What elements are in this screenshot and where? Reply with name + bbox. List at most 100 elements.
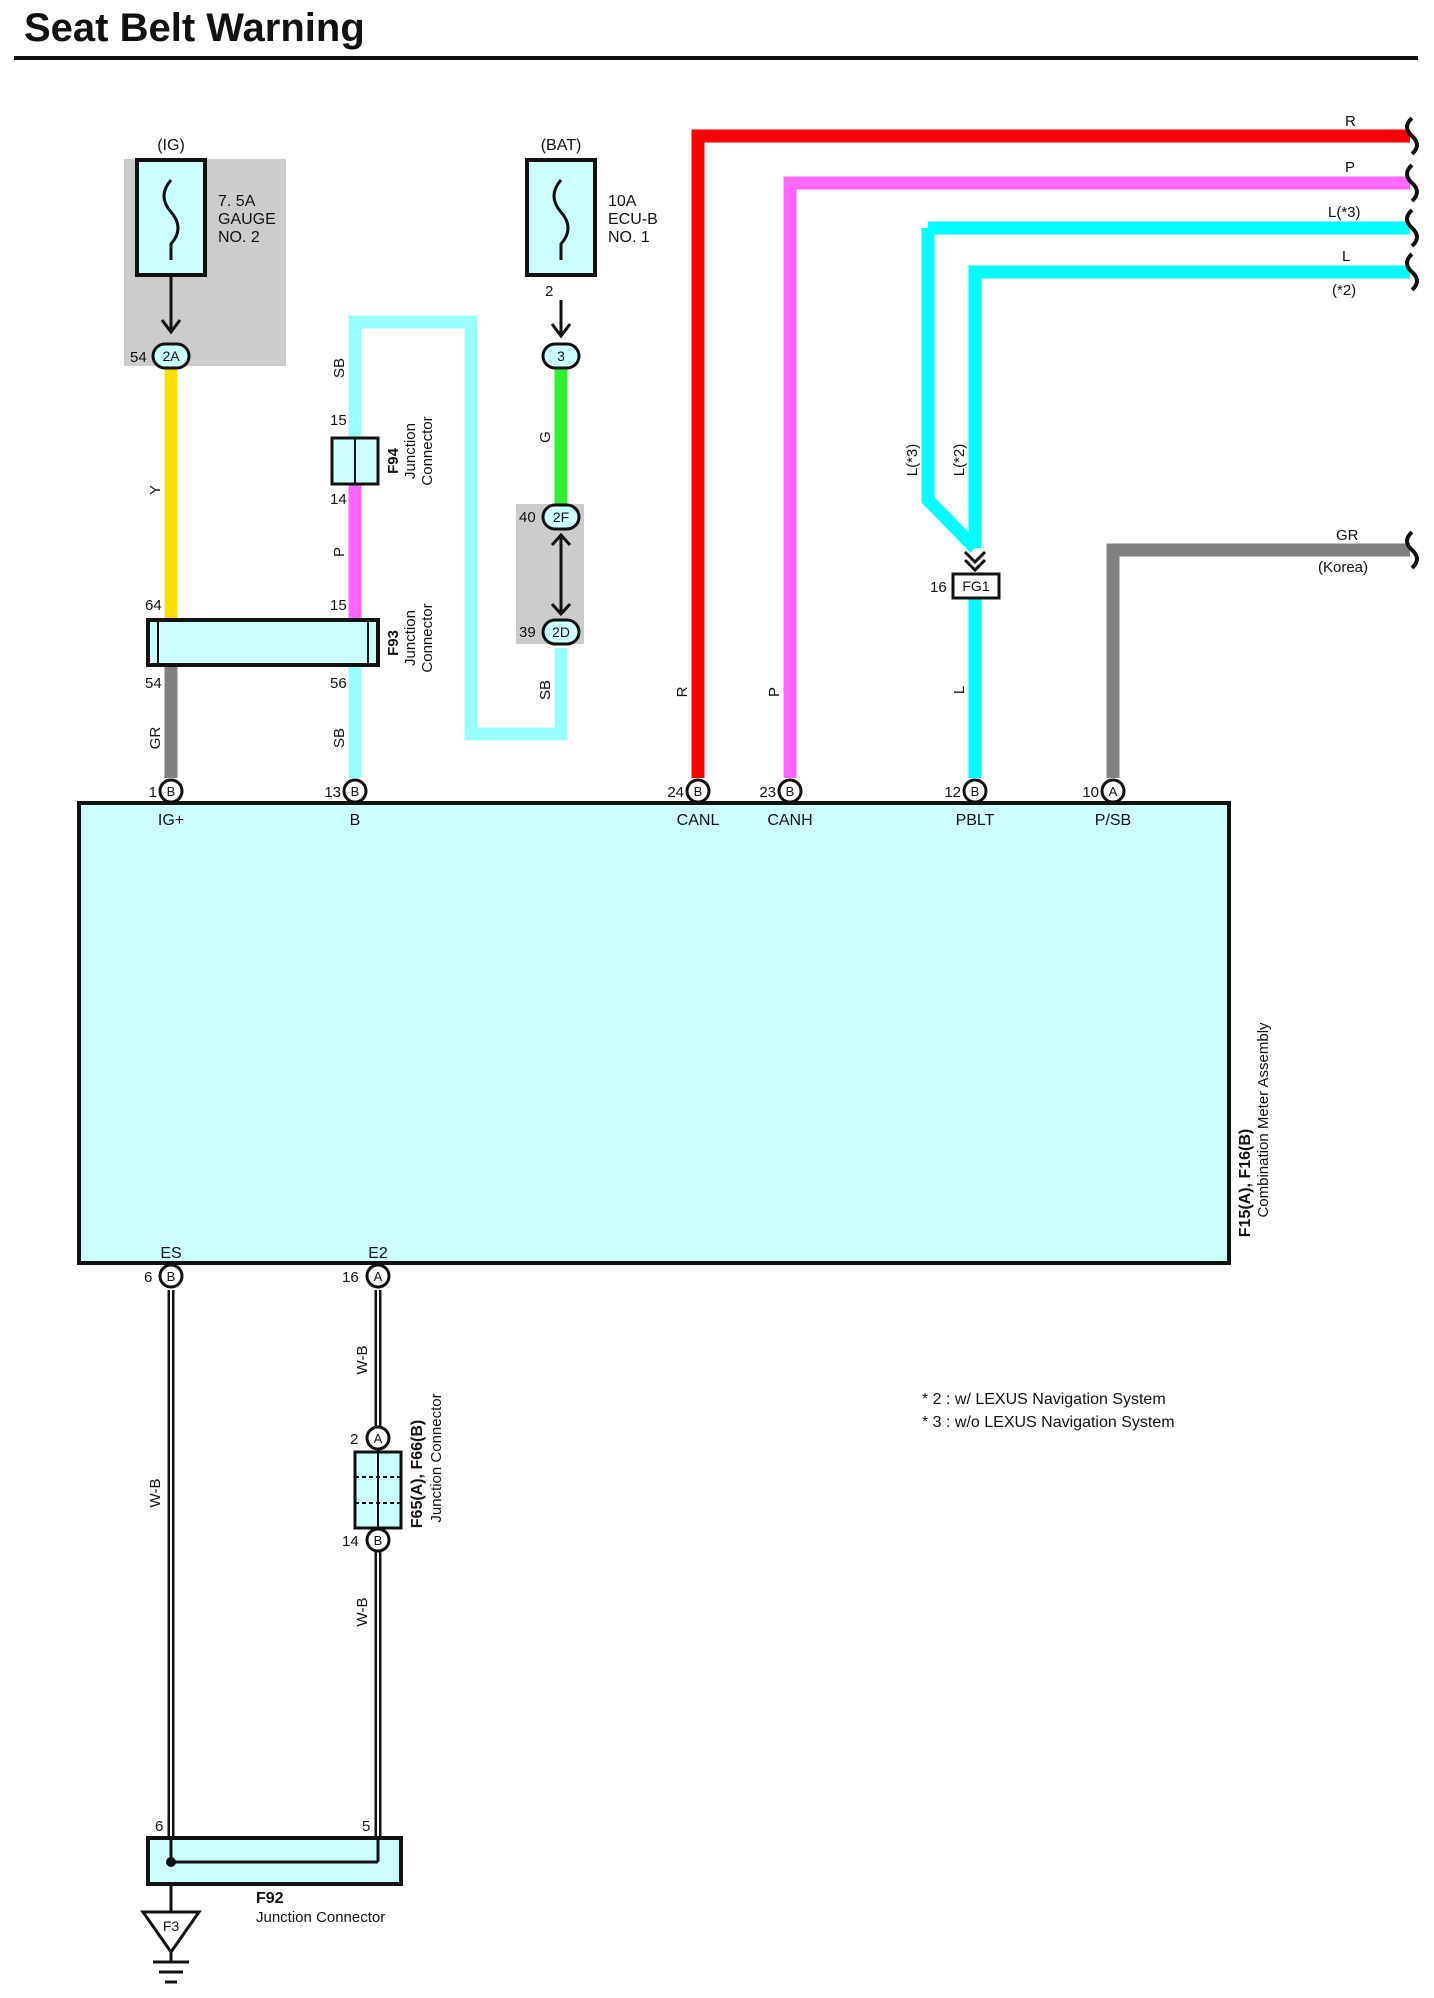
label-2f: 2F [553, 509, 569, 525]
junction-f65-f66 [353, 1425, 403, 1553]
meter-pin-3: 23 [759, 784, 776, 801]
ground-f3 [140, 1884, 202, 1984]
f94-pin-bottom: 14 [330, 491, 347, 508]
wire-label-wb-lower: W-B [354, 1598, 371, 1627]
pin-2f: 40 [519, 509, 536, 526]
label-3: 3 [557, 348, 565, 364]
fuse-bat-name2: NO. 1 [608, 229, 650, 246]
meter-conn-1: B [351, 784, 360, 799]
offpage-gr-label: GR [1336, 527, 1359, 544]
meter-terminal-canh: CANH [767, 812, 812, 829]
connector-3 [541, 342, 581, 370]
meter-name: Combination Meter Assembly [1255, 1022, 1272, 1218]
meter-conn-5: A [1109, 784, 1118, 799]
wire-label-wb-upper: W-B [354, 1346, 371, 1375]
fg1-pin: 16 [930, 579, 947, 596]
fuse-ecu-b-no1 [525, 158, 597, 339]
fuse-bat-rating: 10A [608, 193, 637, 210]
wire-label-r: R [674, 686, 691, 697]
f92-pin-right: 5 [362, 1818, 370, 1835]
wire-label-l: L [951, 686, 968, 694]
wire-l3-drop [921, 228, 980, 553]
inline-double-arrow [550, 532, 572, 617]
f93-pin-br: 56 [330, 675, 347, 692]
meter-pin-5: 10 [1082, 784, 1099, 801]
wire-p [783, 176, 1410, 778]
meter-pin-4: 12 [944, 784, 961, 801]
fuse-ig-name2: NO. 2 [218, 229, 260, 246]
wire-sb-loop [348, 315, 568, 741]
f94-pin-top: 15 [330, 412, 347, 429]
wire-l2 [968, 265, 1410, 548]
offpage-gr-sub: (Korea) [1318, 559, 1368, 576]
junction-f93 [146, 618, 380, 667]
offpage-l-sub: (*2) [1332, 282, 1356, 299]
f94-name1: Junction [402, 423, 419, 479]
label-2d: 2D [552, 624, 570, 640]
f92-name: Junction Connector [256, 1909, 385, 1926]
fuse-ig-rating: 7. 5A [218, 193, 256, 210]
f93-pin-bl: 54 [145, 675, 162, 692]
wire-label-p-mid: P [331, 547, 348, 557]
meter-terminal-es: ES [160, 1245, 181, 1262]
wire-label-y: Y [147, 485, 164, 495]
wire-label-g: G [537, 431, 554, 443]
meter-pin-0: 1 [149, 784, 157, 801]
meter-terminal-e2: E2 [368, 1245, 388, 1262]
offpage-l-label: L [1342, 248, 1350, 265]
fuse-ig-name1: GAUGE [218, 211, 276, 228]
title-rule [14, 56, 1418, 60]
fuse-bat-source: (BAT) [541, 137, 582, 154]
wire-gr-right [1106, 543, 1410, 778]
f93-pin-tl: 64 [145, 597, 162, 614]
wire-r [691, 129, 1410, 778]
f92-code: F92 [256, 1890, 284, 1907]
meter-conn-4: B [971, 784, 980, 799]
pin-2a: 54 [130, 349, 147, 366]
wire-label-sb-top: SB [331, 358, 348, 378]
meter-code: F15(A), F16(B) [1237, 1129, 1254, 1237]
meter-conn-es: B [167, 1269, 176, 1284]
offpage-breaks [1405, 116, 1419, 570]
meter-terminal-p-sb: P/SB [1095, 812, 1131, 829]
meter-conn-3: B [786, 784, 795, 799]
wire-label-l2: L(*2) [951, 444, 968, 477]
page-title: Seat Belt Warning [24, 6, 365, 50]
f93-name2: Connector [419, 603, 436, 672]
wire-label-gr-left: GR [147, 727, 164, 750]
f65-code: F65(A), F66(B) [409, 1420, 426, 1528]
wire-label-sb-right: SB [537, 680, 554, 700]
connector-2a [151, 342, 191, 370]
f65-label-top: A [374, 1431, 383, 1446]
f65-pin-bottom: 14 [342, 1533, 359, 1550]
connector-fg1 [951, 550, 1001, 600]
f65-label-bottom: B [374, 1533, 383, 1548]
combination-meter [77, 801, 1231, 1265]
meter-pin-2: 24 [667, 784, 684, 801]
fuse-ig-source: (IG) [157, 137, 185, 154]
note-2: * 3 : w/o LEXUS Navigation System [922, 1414, 1175, 1431]
f94-code: F94 [385, 447, 402, 474]
fg1-label: FG1 [962, 578, 989, 594]
f93-code: F93 [385, 630, 402, 656]
label-2a: 2A [162, 348, 180, 364]
meter-pin-1: 13 [324, 784, 341, 801]
f65-pin-top: 2 [350, 1431, 358, 1448]
wire-label-p: P [766, 687, 783, 697]
meter-conn-2: B [694, 784, 703, 799]
connector-2f [541, 503, 581, 531]
fuse-bat-name1: ECU-B [608, 211, 658, 228]
meter-terminal-canl: CANL [677, 812, 720, 829]
wire-label-l3: L(*3) [904, 444, 921, 477]
meter-pin-es: 6 [144, 1269, 152, 1286]
f94-name2: Connector [419, 416, 436, 485]
note-1: * 2 : w/ LEXUS Navigation System [922, 1391, 1166, 1408]
connector-2d [541, 618, 581, 646]
f65-name: Junction Connector [428, 1393, 445, 1522]
offpage-p-label: P [1345, 159, 1355, 176]
meter-terminal-ig-: IG+ [158, 812, 184, 829]
meter-pin-e2: 16 [342, 1269, 359, 1286]
meter-terminal-pblt: PBLT [956, 812, 995, 829]
